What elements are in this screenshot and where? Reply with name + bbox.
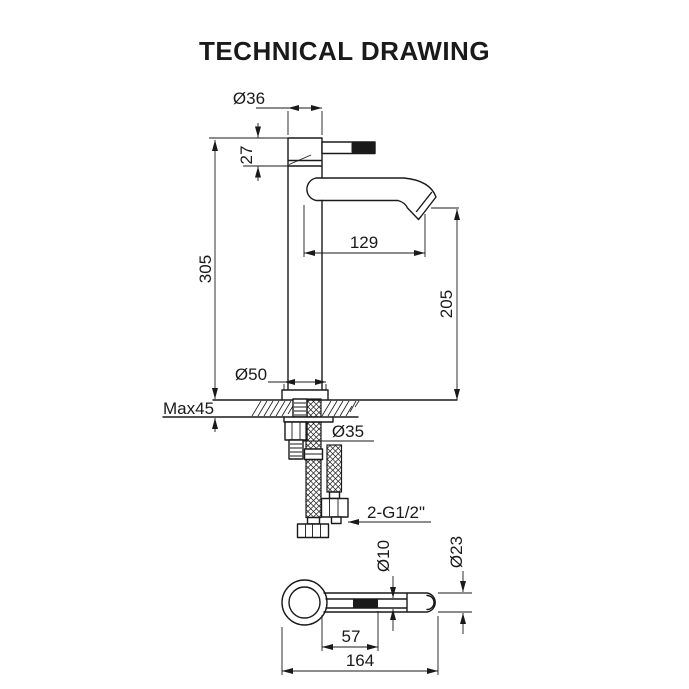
- page-title: TECHNICAL DRAWING: [198, 36, 491, 66]
- handle-plan: [323, 592, 436, 613]
- dim-label-head-height: 27: [237, 146, 256, 165]
- dim-head-height: 27: [237, 123, 288, 181]
- top-view: Ø10 Ø23 57 164: [281, 536, 472, 675]
- handle-grip: [351, 142, 375, 154]
- mounting-nut: [284, 421, 308, 460]
- dim-label-hole-diameter: Ø35: [332, 422, 364, 441]
- dim-base-diameter: Ø50: [235, 365, 327, 390]
- threaded-shank: [292, 398, 322, 418]
- body-inner-circle: [288, 586, 321, 619]
- dim-hole-diameter: Ø35: [303, 422, 374, 442]
- dim-lever-section: 57: [321, 611, 379, 651]
- front-view: Ø36 27 305 129 205: [162, 89, 460, 539]
- supply-hose-left: [296, 421, 330, 539]
- dim-label-top-diameter: Ø36: [233, 89, 265, 108]
- dim-label-overall-length: 164: [346, 651, 374, 670]
- dim-label-total-height: 305: [196, 255, 215, 283]
- dim-spout-height: 205: [431, 207, 460, 400]
- spout: [306, 177, 437, 221]
- dim-label-lever-diameter: Ø10: [374, 540, 393, 572]
- dim-spout-reach: 129: [303, 205, 426, 257]
- faucet-column: [287, 137, 323, 391]
- dim-lever-diameter: Ø10: [374, 540, 396, 631]
- dim-end-diameter: Ø23: [438, 536, 472, 634]
- supply-hose-right: [320, 444, 349, 525]
- dim-label-lever-section: 57: [342, 627, 361, 646]
- dim-label-spout-reach: 129: [350, 233, 378, 252]
- mounting-parts: [283, 398, 349, 539]
- countertop-hatching: [251, 400, 360, 417]
- faucet-body: [281, 137, 437, 401]
- countertop: [162, 399, 458, 418]
- handle-lever: [321, 141, 376, 155]
- cartridge-chamfer: [288, 154, 312, 165]
- dim-label-end-diameter: Ø23: [447, 536, 466, 568]
- dim-top-diameter: Ø36: [233, 89, 323, 135]
- dim-total-height: 305: [196, 137, 288, 399]
- dim-label-base-diameter: Ø50: [235, 365, 267, 384]
- mounting-washer: [283, 416, 334, 423]
- dim-label-thread: 2-G1/2": [367, 503, 425, 522]
- dim-overall-length: 164: [281, 616, 439, 675]
- dim-label-spout-height: 205: [437, 290, 456, 318]
- dim-thread: 2-G1/2": [348, 503, 431, 525]
- dim-max-thickness: Max45: [163, 399, 218, 432]
- body-plan: [281, 579, 436, 626]
- handle-grip-plan: [353, 599, 378, 608]
- dim-label-max-thickness: Max45: [163, 399, 214, 418]
